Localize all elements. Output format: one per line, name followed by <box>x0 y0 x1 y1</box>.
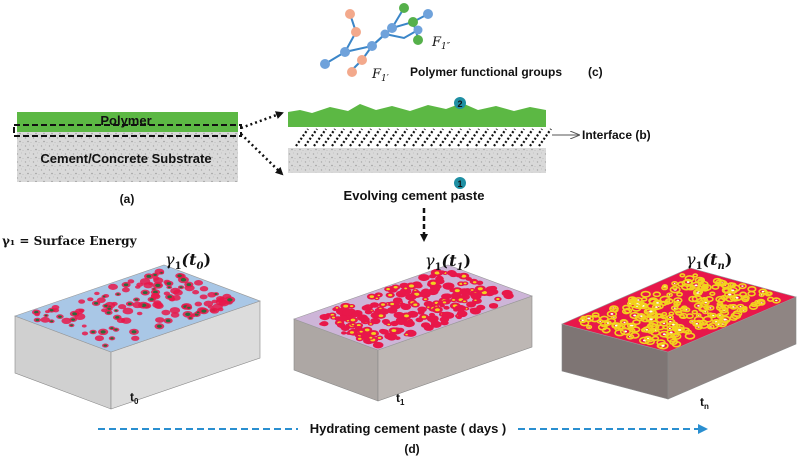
hatch-mark <box>349 128 363 147</box>
surface-blocks: γ1(t0) t0 γ1(t1) t1 γ1(tn) tn <box>14 250 797 411</box>
interface-label: Interface (b) <box>582 128 651 142</box>
surface-block-0: γ1(t0) t0 <box>14 250 261 410</box>
hatch-mark <box>430 128 444 147</box>
molecule-side-chain <box>371 29 419 47</box>
atom-green <box>399 3 409 13</box>
atom-blue <box>380 29 390 39</box>
atom-blue <box>367 41 377 51</box>
hatch-mark <box>520 128 534 147</box>
cement-paste-layer <box>288 148 546 173</box>
time-label-2: tn <box>700 395 709 411</box>
surface-pattern <box>319 269 514 349</box>
marker-1-icon <box>454 177 466 189</box>
hatch-mark <box>295 128 309 147</box>
panel-d-label: (d) <box>404 442 419 456</box>
substrate-label: Cement/Concrete Substrate <box>40 151 211 166</box>
paste-label: Evolving cement paste <box>344 188 485 203</box>
block-top-surface <box>14 264 261 353</box>
panel-c-label: (c) <box>588 65 603 79</box>
hatch-mark <box>358 128 372 147</box>
surface-block-1: γ1(t1) t1 <box>293 251 533 407</box>
hatch-mark <box>448 128 462 147</box>
hatch-mark <box>502 128 516 147</box>
hatch-mark <box>304 128 318 147</box>
hatch-mark <box>538 128 552 147</box>
hatch-mark <box>385 128 399 147</box>
surface-energy-definition: γ₁ = Surface Energy <box>2 234 138 248</box>
hatch-mark <box>340 128 354 147</box>
hatch-mark <box>493 128 507 147</box>
hatch-mark <box>322 128 336 147</box>
polymer-molecule: F1′ F1″ Polymer functional groups (c) <box>320 3 603 84</box>
time-label-0: t0 <box>130 390 139 406</box>
surface-pattern <box>31 268 236 348</box>
surface-pattern <box>578 273 781 350</box>
hatch-mark <box>484 128 498 147</box>
polymer-layer <box>17 112 238 132</box>
atom-green <box>408 17 418 27</box>
hatch-mark <box>412 128 426 147</box>
polymer-groups-label: Polymer functional groups <box>410 65 562 79</box>
atom-blue <box>413 25 423 35</box>
hatch-mark <box>466 128 480 147</box>
hatch-mark <box>313 128 327 147</box>
hatch-mark <box>457 128 471 147</box>
hatch-mark <box>367 128 381 147</box>
atom-blue <box>387 23 397 33</box>
hatch-mark <box>403 128 417 147</box>
atom-blue <box>340 47 350 57</box>
marker-2-icon <box>454 97 466 109</box>
interface-highlight-box <box>13 124 242 137</box>
hatch-mark <box>529 128 543 147</box>
polymer-label: Polymer <box>100 113 151 128</box>
hatch-mark <box>475 128 489 147</box>
interface-hatch <box>295 128 552 147</box>
atom-orange <box>357 55 367 65</box>
interface-panel: 2 1 Interface (b) Evolving cement paste <box>288 97 651 203</box>
atom-orange <box>347 67 357 77</box>
hatch-mark <box>421 128 435 147</box>
atom-blue <box>423 9 433 19</box>
f1-prime-label: F1′ <box>371 67 389 84</box>
timeline-label: Hydrating cement paste ( days ) <box>310 421 507 436</box>
atom-green <box>413 35 423 45</box>
hatch-mark <box>394 128 408 147</box>
atom-orange <box>351 27 361 37</box>
atom-orange <box>345 9 355 19</box>
gamma-title-1: γ1(t1) <box>425 251 471 273</box>
f1-dprime-label: F1″ <box>431 35 451 52</box>
surface-block-2: γ1(tn) tn <box>561 250 797 411</box>
hatch-mark <box>439 128 453 147</box>
substrate-panel: Polymer Cement/Concrete Substrate (a) <box>13 112 242 206</box>
marker-2-label: 2 <box>457 99 462 109</box>
time-label-1: t1 <box>396 391 405 407</box>
gamma-title-0: γ1(t0) <box>165 250 211 272</box>
zoom-arrow-top <box>240 111 284 130</box>
atom-blue <box>320 59 330 69</box>
zoom-arrow-bottom <box>240 133 284 176</box>
panel-a-label: (a) <box>120 192 135 206</box>
polymer-film <box>288 103 546 127</box>
marker-1-label: 1 <box>457 179 462 189</box>
hatch-mark <box>376 128 390 147</box>
concrete-substrate <box>17 132 238 182</box>
gamma-title-2: γ1(tn) <box>686 250 732 272</box>
hatch-mark <box>331 128 345 147</box>
hatch-mark <box>511 128 525 147</box>
